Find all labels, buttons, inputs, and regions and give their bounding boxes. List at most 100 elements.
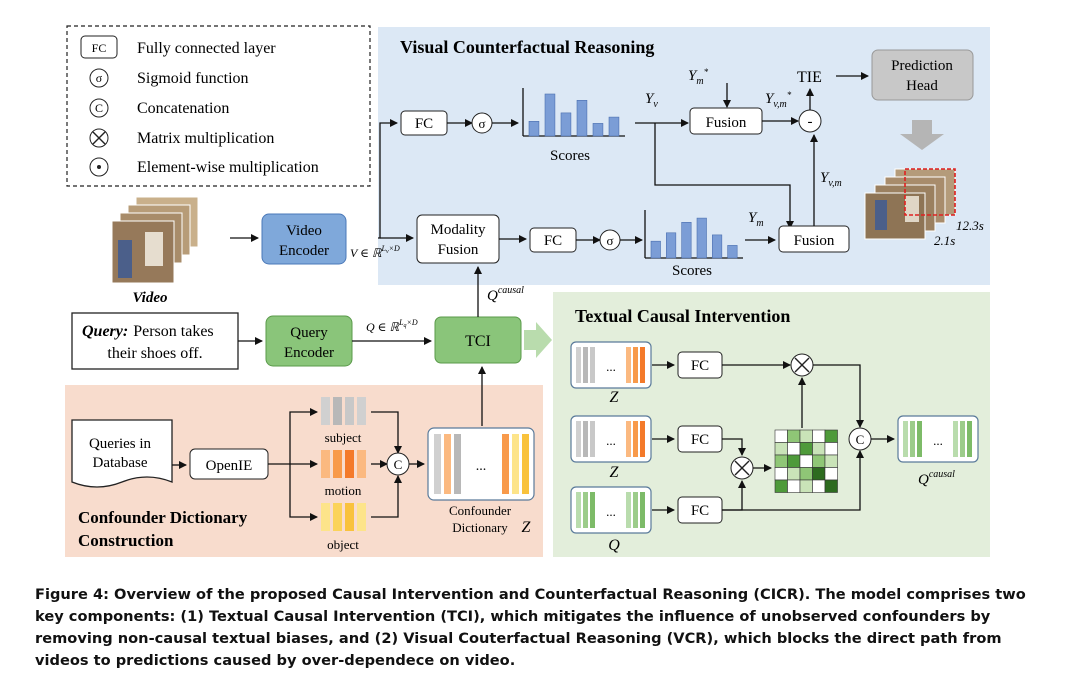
output-video-frames — [864, 168, 956, 240]
svg-text:Encoder: Encoder — [284, 345, 334, 361]
svg-text:Modality: Modality — [431, 222, 486, 238]
heatmap-cell — [812, 442, 826, 456]
heatmap-cell — [824, 454, 838, 468]
legend: FC Fully connected layer σ Sigmoid funct… — [66, 25, 371, 187]
svg-text:-: - — [808, 114, 813, 130]
token-bar — [444, 434, 451, 494]
token-bar — [590, 421, 595, 457]
token-bar — [321, 397, 330, 425]
heatmap-cell — [799, 479, 813, 493]
score-bar — [696, 217, 707, 259]
tie-label: TIE — [797, 69, 822, 86]
token-bar — [502, 434, 509, 494]
score-bar — [608, 116, 620, 137]
token-bar — [333, 450, 342, 478]
token-bar — [357, 503, 366, 531]
object-label: object — [327, 537, 359, 552]
svg-text:C: C — [394, 457, 403, 472]
dict-z-label: Z — [522, 519, 532, 536]
token-ellipsis: ... — [933, 433, 943, 448]
svg-text:Dictionary: Dictionary — [452, 520, 508, 535]
token-bar — [576, 492, 581, 528]
token-bar — [590, 492, 595, 528]
query-text1: Person takes — [133, 323, 213, 340]
scores-label-top: Scores — [550, 148, 590, 164]
token-bar — [626, 347, 631, 383]
token-bar — [434, 434, 441, 494]
legend-sigmoid-label: Sigmoid function — [137, 70, 249, 87]
token-bar — [626, 421, 631, 457]
token-box-z2: ... — [570, 415, 652, 463]
svg-text:FC: FC — [544, 233, 562, 249]
token-bar — [576, 421, 581, 457]
token-bar — [953, 421, 958, 457]
legend-fc-label: Fully connected layer — [137, 40, 276, 57]
score-bar — [727, 245, 738, 259]
vcr-title: Visual Counterfactual Reasoning — [400, 37, 654, 57]
heatmap-cell — [799, 467, 813, 481]
scores-label-bottom: Scores — [672, 263, 712, 279]
token-bar — [633, 421, 638, 457]
token-bar — [967, 421, 972, 457]
token-bar — [357, 397, 366, 425]
right-arrow-icon — [524, 322, 552, 358]
score-bar — [592, 123, 604, 137]
svg-text:σ: σ — [478, 116, 485, 131]
input-video-frames — [111, 196, 199, 284]
matrix-mult-icon-top — [790, 353, 814, 377]
token-bar — [917, 421, 922, 457]
svg-text:Queries in: Queries in — [89, 436, 152, 452]
video-encoder — [261, 213, 347, 265]
legend-elementwise-label: Element-wise multiplication — [137, 159, 319, 176]
y-m-star-label: Ym* — [688, 67, 709, 87]
attention-heatmap — [774, 429, 838, 493]
legend-fc-symbol: FC — [92, 41, 107, 55]
scores-chart-top — [522, 88, 625, 137]
token-bar — [583, 421, 588, 457]
heatmap-cell — [787, 454, 801, 468]
heatmap-cell — [787, 467, 801, 481]
legend-concat-symbol: C — [95, 101, 103, 115]
token-bar — [321, 503, 330, 531]
heatmap-cell — [787, 479, 801, 493]
cdc-title-1: Confounder Dictionary — [78, 508, 248, 527]
token-bar — [910, 421, 915, 457]
diagram: FC Fully connected layer σ Sigmoid funct… — [65, 25, 990, 557]
subject-label: subject — [325, 430, 362, 445]
svg-text:FC: FC — [691, 503, 709, 519]
heatmap-cell — [812, 479, 826, 493]
svg-text:Video: Video — [286, 223, 322, 239]
time-end: 12.3s — [956, 218, 984, 233]
svg-text:Prediction: Prediction — [891, 58, 953, 74]
down-arrow-icon — [900, 120, 944, 150]
svg-text:FC: FC — [691, 432, 709, 448]
token-bar — [583, 347, 588, 383]
elementwise-mult-icon — [89, 157, 109, 177]
cdc-title-2: Construction — [78, 531, 174, 550]
token-bar — [640, 421, 645, 457]
svg-text:Query: Query — [290, 325, 328, 341]
query-text2: their shoes off. — [107, 345, 202, 362]
svg-text:TCI: TCI — [465, 333, 491, 350]
token-bar — [512, 434, 519, 494]
heatmap-cell — [799, 429, 813, 443]
score-bar — [544, 93, 556, 137]
z1-label: Z — [610, 389, 620, 406]
q-causal-top-label: Qcausal — [487, 285, 524, 304]
token-bar — [633, 492, 638, 528]
svg-text:C: C — [856, 432, 865, 447]
score-bar — [560, 112, 572, 137]
motion-label: motion — [325, 483, 362, 498]
heatmap-cell — [812, 467, 826, 481]
heatmap-cell — [824, 467, 838, 481]
token-bar — [357, 450, 366, 478]
svg-text:σ: σ — [606, 233, 613, 248]
heatmap-cell — [774, 442, 788, 456]
matrix-mult-icon — [89, 128, 109, 148]
svg-text:OpenIE: OpenIE — [206, 458, 253, 474]
token-bar — [454, 434, 461, 494]
token-ellipsis: ... — [606, 433, 616, 448]
token-bar — [590, 347, 595, 383]
token-bar — [522, 434, 529, 494]
heatmap-cell — [787, 429, 801, 443]
